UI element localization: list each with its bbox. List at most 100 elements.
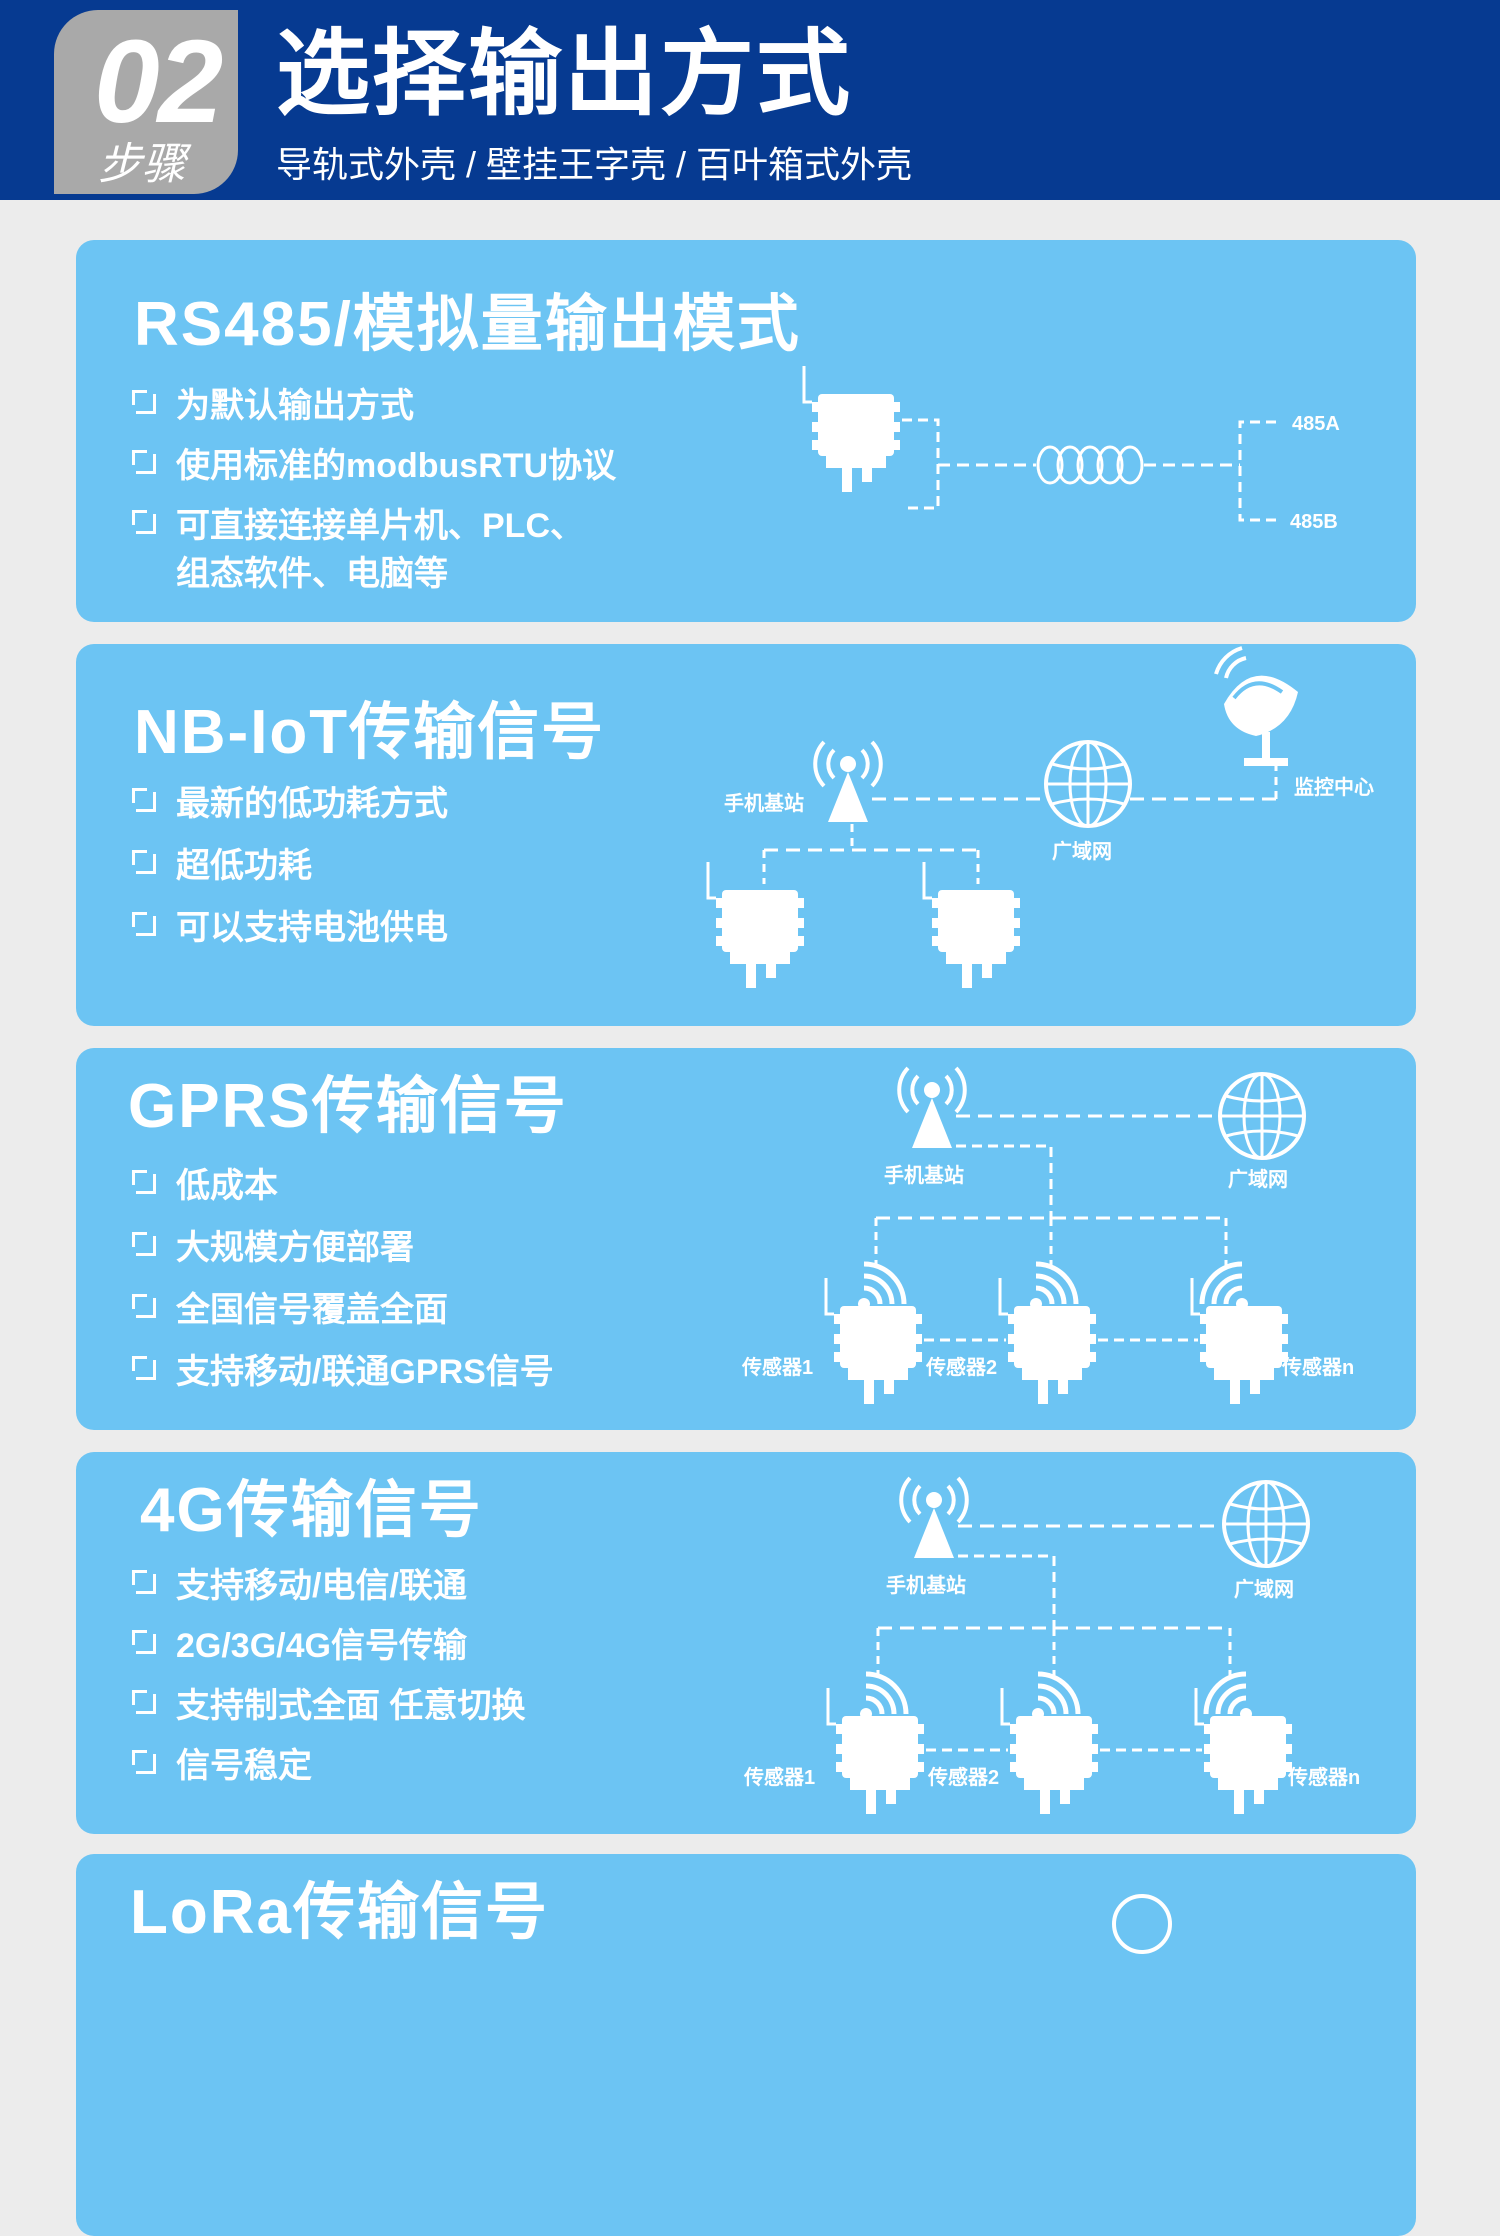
base-station-icon bbox=[899, 1476, 969, 1560]
sensor-device-icon bbox=[802, 364, 902, 494]
bullet-icon bbox=[132, 1232, 156, 1256]
feature-text: 可直接连接单片机、PLC、 bbox=[176, 507, 584, 545]
card-lora: LoRa传输信号 bbox=[76, 1854, 1416, 2236]
list-item: 支持制式全面 任意切换 bbox=[132, 1682, 526, 1730]
list-item: 可以支持电池供电 bbox=[132, 904, 448, 952]
list-item: 支持移动/电信/联通 bbox=[132, 1562, 525, 1610]
bullet-icon bbox=[132, 1690, 156, 1714]
bullet-icon bbox=[132, 390, 156, 414]
tower-icon bbox=[1112, 1894, 1172, 1954]
wan-label: 广域网 bbox=[1234, 1577, 1294, 1601]
sensor-1-label: 传感器1 bbox=[743, 1765, 815, 1789]
bullet-icon bbox=[132, 850, 156, 874]
feature-list: 为默认输出方式 使用标准的modbusRTU协议 可直接连接单片机、PLC、 组… bbox=[132, 382, 617, 598]
feature-text: 可以支持电池供电 bbox=[176, 909, 448, 947]
sensor-1-label: 传感器1 bbox=[741, 1355, 813, 1379]
list-item: 全国信号覆盖全面 bbox=[132, 1286, 554, 1334]
card-rs485: RS485/模拟量输出模式 为默认输出方式 使用标准的modbusRTU协议 可… bbox=[76, 240, 1416, 622]
bullet-icon bbox=[132, 1570, 156, 1594]
list-item: 2G/3G/4G信号传输 bbox=[132, 1622, 525, 1670]
page-subtitle: 导轨式外壳 / 壁挂王字壳 / 百叶箱式外壳 bbox=[276, 144, 913, 185]
sensor-device-icon bbox=[824, 1276, 924, 1406]
bullet-icon bbox=[132, 788, 156, 812]
wifi-icon bbox=[1206, 1674, 1252, 1720]
wifi-icon bbox=[1032, 1674, 1078, 1720]
wan-label: 广域网 bbox=[1052, 839, 1112, 863]
card-4g: 4G传输信号 支持移动/电信/联通 2G/3G/4G信号传输 支持制式全面 任意… bbox=[76, 1452, 1416, 1834]
feature-list: 最新的低功耗方式 超低功耗 可以支持电池供电 bbox=[132, 780, 448, 952]
sensor-device-icon bbox=[706, 860, 806, 990]
bullet-icon bbox=[132, 1630, 156, 1654]
base-station-icon bbox=[897, 1066, 967, 1150]
nb-iot-diagram: 手机基站 广域网 监控中心 bbox=[706, 646, 1374, 990]
rs485-diagram: 485A 485B bbox=[802, 364, 1340, 533]
feature-text: 支持制式全面 任意切换 bbox=[176, 1687, 526, 1725]
sensor-device-icon bbox=[826, 1686, 926, 1816]
sensor-n-label: 传感器n bbox=[1281, 1355, 1354, 1379]
card-title: NB-IoT传输信号 bbox=[134, 698, 606, 767]
card-title: GPRS传输信号 bbox=[128, 1072, 568, 1141]
step-label: 步骤 bbox=[98, 140, 186, 189]
bullet-icon bbox=[132, 912, 156, 936]
bullet-icon bbox=[132, 510, 156, 534]
feature-text: 全国信号覆盖全面 bbox=[176, 1291, 448, 1329]
feature-text: 超低功耗 bbox=[176, 847, 312, 885]
feature-text: 2G/3G/4G信号传输 bbox=[176, 1627, 467, 1665]
feature-text: 组态软件、电脑等 bbox=[176, 555, 448, 593]
globe-icon bbox=[1044, 740, 1132, 828]
sensor-device-icon bbox=[922, 860, 1022, 990]
list-item: 为默认输出方式 bbox=[132, 382, 616, 430]
base-station-icon bbox=[813, 740, 883, 824]
feature-text: 支持移动/联通GPRS信号 bbox=[176, 1353, 554, 1391]
feature-text: 支持移动/电信/联通 bbox=[176, 1567, 467, 1605]
list-item: 使用标准的modbusRTU协议 bbox=[132, 442, 617, 490]
list-item: 大规模方便部署 bbox=[132, 1224, 554, 1272]
feature-text: 信号稳定 bbox=[176, 1747, 312, 1785]
feature-text: 为默认输出方式 bbox=[176, 387, 414, 425]
list-item: 组态软件、电脑等 bbox=[136, 550, 616, 598]
base-station-label: 手机基站 bbox=[886, 1573, 966, 1597]
card-title: RS485/模拟量输出模式 bbox=[134, 290, 801, 359]
feature-list: 低成本 大规模方便部署 全国信号覆盖全面 支持移动/联通GPRS信号 bbox=[132, 1162, 554, 1396]
gprs-diagram: 手机基站 广域网 传感器1 传感器2 传感器n bbox=[741, 1066, 1354, 1406]
feature-text: 最新的低功耗方式 bbox=[176, 785, 448, 823]
feature-text: 低成本 bbox=[176, 1167, 278, 1205]
page-title: 选择输出方式 bbox=[276, 21, 853, 126]
wifi-icon bbox=[860, 1674, 906, 1720]
wifi-icon bbox=[1202, 1264, 1248, 1310]
card-gprs: GPRS传输信号 低成本 大规模方便部署 全国信号覆盖全面 支持移动/联通GPR… bbox=[76, 1048, 1416, 1430]
globe-icon bbox=[1222, 1480, 1310, 1568]
globe-icon bbox=[1218, 1072, 1306, 1160]
bullet-icon bbox=[132, 1170, 156, 1194]
step-badge: 02 步骤 bbox=[54, 10, 238, 194]
sensor-2-label: 传感器2 bbox=[927, 1765, 999, 1789]
coil-icon bbox=[1036, 445, 1144, 485]
wan-label: 广域网 bbox=[1228, 1167, 1288, 1191]
sensor-device-icon bbox=[1194, 1686, 1294, 1816]
list-item: 低成本 bbox=[132, 1162, 554, 1210]
base-station-label: 手机基站 bbox=[884, 1163, 964, 1187]
monitor-label: 监控中心 bbox=[1294, 775, 1374, 799]
bullet-icon bbox=[132, 1294, 156, 1318]
card-title: 4G传输信号 bbox=[140, 1476, 483, 1545]
sensor-2-label: 传感器2 bbox=[925, 1355, 997, 1379]
step-header: 02 步骤 选择输出方式 导轨式外壳 / 壁挂王字壳 / 百叶箱式外壳 bbox=[0, 0, 1500, 200]
sensor-n-label: 传感器n bbox=[1287, 1765, 1360, 1789]
feature-list: 支持移动/电信/联通 2G/3G/4G信号传输 支持制式全面 任意切换 信号稳定 bbox=[132, 1562, 526, 1790]
label-485a: 485A bbox=[1292, 413, 1340, 435]
bullet-icon bbox=[132, 450, 156, 474]
step-number: 02 bbox=[94, 16, 223, 148]
list-item: 支持移动/联通GPRS信号 bbox=[132, 1348, 554, 1396]
list-item: 超低功耗 bbox=[132, 842, 448, 890]
list-item: 可直接连接单片机、PLC、 bbox=[132, 502, 616, 550]
list-item: 信号稳定 bbox=[132, 1742, 525, 1790]
satellite-dish-icon bbox=[1214, 646, 1298, 766]
feature-text: 使用标准的modbusRTU协议 bbox=[176, 447, 617, 485]
label-485b: 485B bbox=[1290, 511, 1338, 533]
base-station-label: 手机基站 bbox=[724, 791, 804, 815]
card-nb-iot: NB-IoT传输信号 最新的低功耗方式 超低功耗 可以支持电池供电 手机基站 广… bbox=[76, 644, 1416, 1026]
4g-diagram: 手机基站 广域网 传感器1 传感器2 传感器n bbox=[743, 1476, 1360, 1816]
sensor-device-icon bbox=[1190, 1276, 1290, 1406]
list-item: 最新的低功耗方式 bbox=[132, 780, 448, 828]
lora-diagram bbox=[1112, 1894, 1172, 1954]
